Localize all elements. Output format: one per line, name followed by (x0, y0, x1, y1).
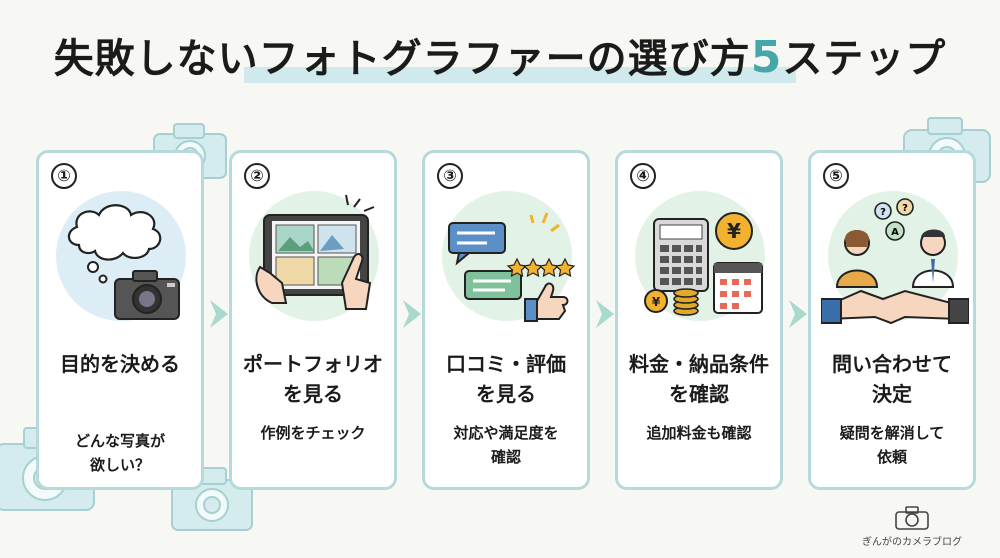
step-description: 追加料金も確認 (646, 424, 752, 442)
step-card-3: ③ 口コミ・評価 を見る 対応や満足度を 確認 (422, 150, 590, 490)
background-camera-icon (171, 467, 253, 531)
step-card-5: ⑤ ? ? A 問い合わせて 決定 疑問を解消して 依頼 (808, 150, 976, 490)
tablet-gallery-icon (255, 194, 375, 310)
step-description: 疑問を解消して 依頼 (839, 424, 945, 466)
logo-text: ぎんがのカメラブログ (862, 537, 962, 548)
step-card-2: ② ポートフォリオ を見る 作例をチェック (229, 150, 397, 490)
arrow-right-icon (403, 300, 421, 328)
step-number: ⑤ (823, 163, 849, 189)
step-card-1: ① 目的を決める どんな写真が 欲しい？ (36, 150, 204, 490)
step-description: どんな写真が 欲しい？ (74, 432, 165, 474)
svg-text:?: ? (880, 207, 886, 218)
svg-text:A: A (891, 227, 899, 238)
blog-logo: ぎんがのカメラブログ (852, 505, 972, 548)
step-heading: 口コミ・評価 を見る (446, 352, 566, 406)
step-number: ③ (437, 163, 463, 189)
step-description: 作例をチェック (260, 424, 366, 442)
logo-camera-icon (895, 506, 929, 530)
step-heading: 料金・納品条件 を確認 (629, 352, 769, 406)
step-number: ④ (630, 163, 656, 189)
reviews-thumbs-up-icon (448, 212, 576, 322)
step-number: ① (51, 163, 77, 189)
handshake-consultation-icon: ? ? A (821, 198, 969, 325)
page-title: 失敗しないフォトグラファーの選び方5ステップ (54, 28, 947, 89)
title-suffix: ステップ (782, 36, 947, 82)
arrow-right-icon (596, 300, 614, 328)
steps-row: ① 目的を決める どんな写真が 欲しい？ ② (36, 150, 976, 492)
calculator-yen-calendar-icon: ¥ ¥ (644, 212, 763, 316)
step-number: ② (244, 163, 270, 189)
title-main: 失敗しないフォトグラファーの選び方 (53, 36, 751, 82)
step-heading: 問い合わせて 決定 (832, 352, 952, 406)
step-heading: 目的を決める (60, 352, 180, 376)
arrow-right-icon (789, 300, 807, 328)
arrow-right-icon (210, 300, 228, 328)
step-heading: ポートフォリオ を見る (243, 352, 383, 406)
svg-text:¥: ¥ (652, 295, 661, 309)
svg-text:¥: ¥ (727, 219, 741, 243)
svg-text:?: ? (902, 203, 908, 214)
thought-bubble-camera-icon (67, 204, 180, 320)
step-card-4: ④ ¥ ¥ (615, 150, 783, 490)
title-area: 失敗しないフォトグラファーの選び方5ステップ (0, 28, 1000, 89)
step-description: 対応や満足度を 確認 (453, 424, 559, 466)
title-number: 5 (750, 32, 783, 83)
